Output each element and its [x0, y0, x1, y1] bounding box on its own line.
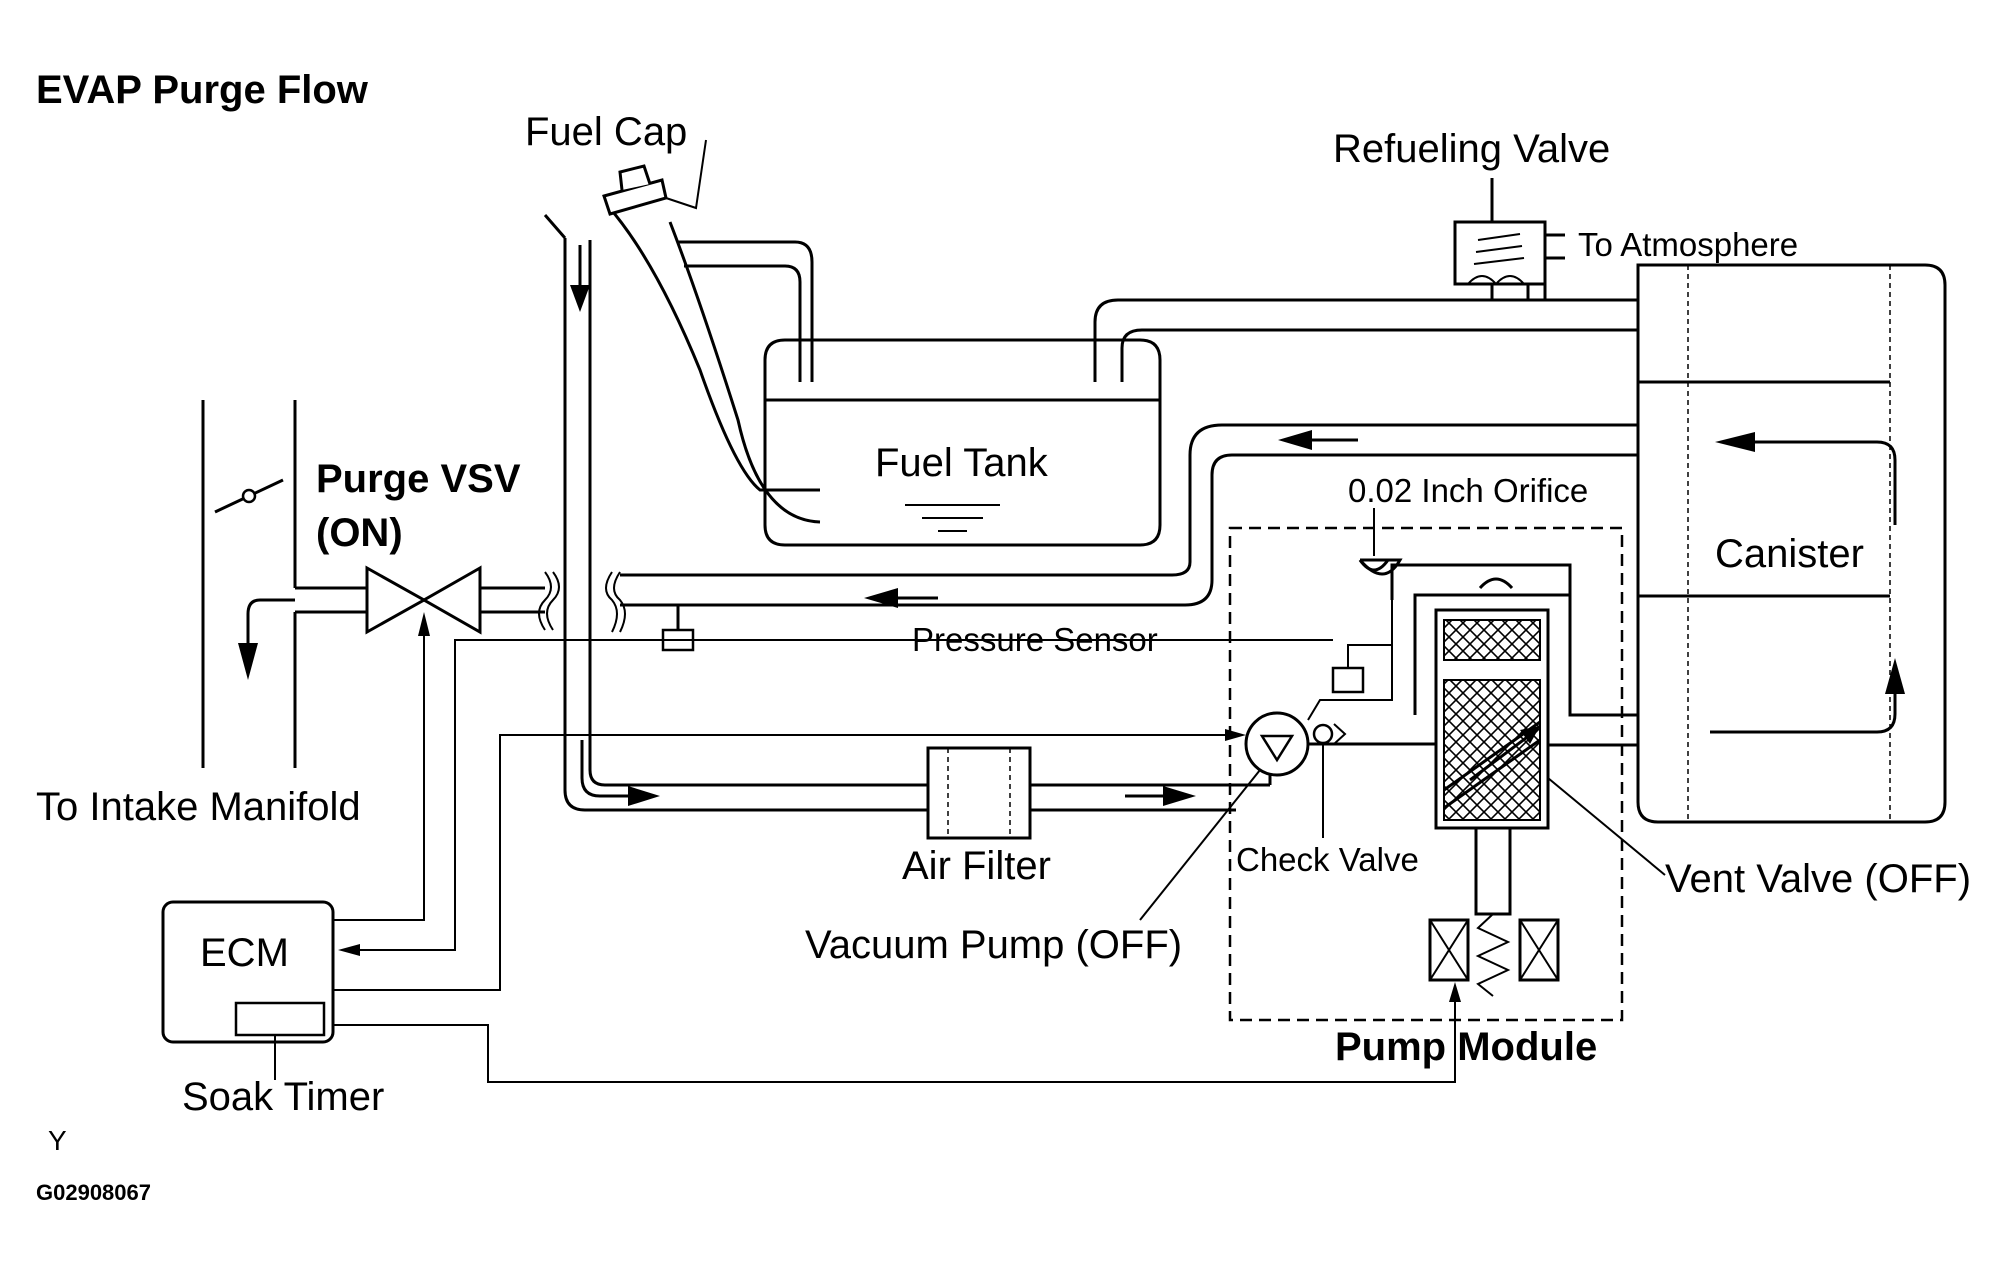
figure-code: G02908067: [36, 1180, 151, 1205]
ecm-box: [161, 900, 335, 1080]
purge-vsv-label: Purge VSV: [316, 457, 521, 501]
vacuum-pump: [1244, 711, 1310, 785]
to-intake-manifold-label: To Intake Manifold: [36, 785, 361, 829]
pressure-sensor: [1205, 600, 1393, 694]
ecm-signal-lines: [333, 612, 1461, 1083]
footer-mark: Y: [48, 1125, 67, 1156]
soak-timer-label: Soak Timer: [182, 1075, 384, 1119]
purge-vsv-state-label: (ON): [316, 511, 403, 555]
filler-pipe: [543, 205, 821, 524]
vacuum-pump-label: Vacuum Pump (OFF): [805, 923, 1182, 967]
air-filter: [926, 746, 1270, 840]
canister: [1636, 263, 1947, 824]
fuel-tank-label: Fuel Tank: [875, 441, 1049, 485]
fresh-air-line: [563, 238, 928, 812]
vent-valve: [1358, 558, 1638, 997]
check-valve-label: Check Valve: [1236, 841, 1419, 878]
fuel-cap: [602, 139, 707, 216]
fuel-cap-label: Fuel Cap: [525, 110, 687, 154]
fuel-tank: [763, 338, 1162, 547]
vent-valve-label: Vent Valve (OFF): [1665, 857, 1971, 901]
refueling-valve-label: Refueling Valve: [1333, 127, 1610, 171]
pump-module: [1228, 526, 1624, 1022]
purge-flow-arrows: [864, 430, 1358, 608]
purge-vsv-valve: [295, 565, 560, 635]
refueling-valve: [1453, 178, 1565, 302]
check-valve: [1307, 645, 1436, 746]
canister-flow-arrows: [1710, 432, 1905, 734]
canister-label: Canister: [1715, 532, 1864, 576]
to-atmosphere-label: To Atmosphere: [1578, 226, 1798, 263]
ecm-label: ECM: [200, 931, 289, 975]
intake-flow-arrow: [238, 598, 295, 680]
diagram-title: EVAP Purge Flow: [36, 68, 369, 112]
orifice-label: 0.02 Inch Orifice: [1348, 472, 1588, 509]
intake-manifold: [201, 400, 297, 768]
air-filter-label: Air Filter: [902, 844, 1051, 888]
pump-module-label: Pump Module: [1335, 1025, 1597, 1069]
